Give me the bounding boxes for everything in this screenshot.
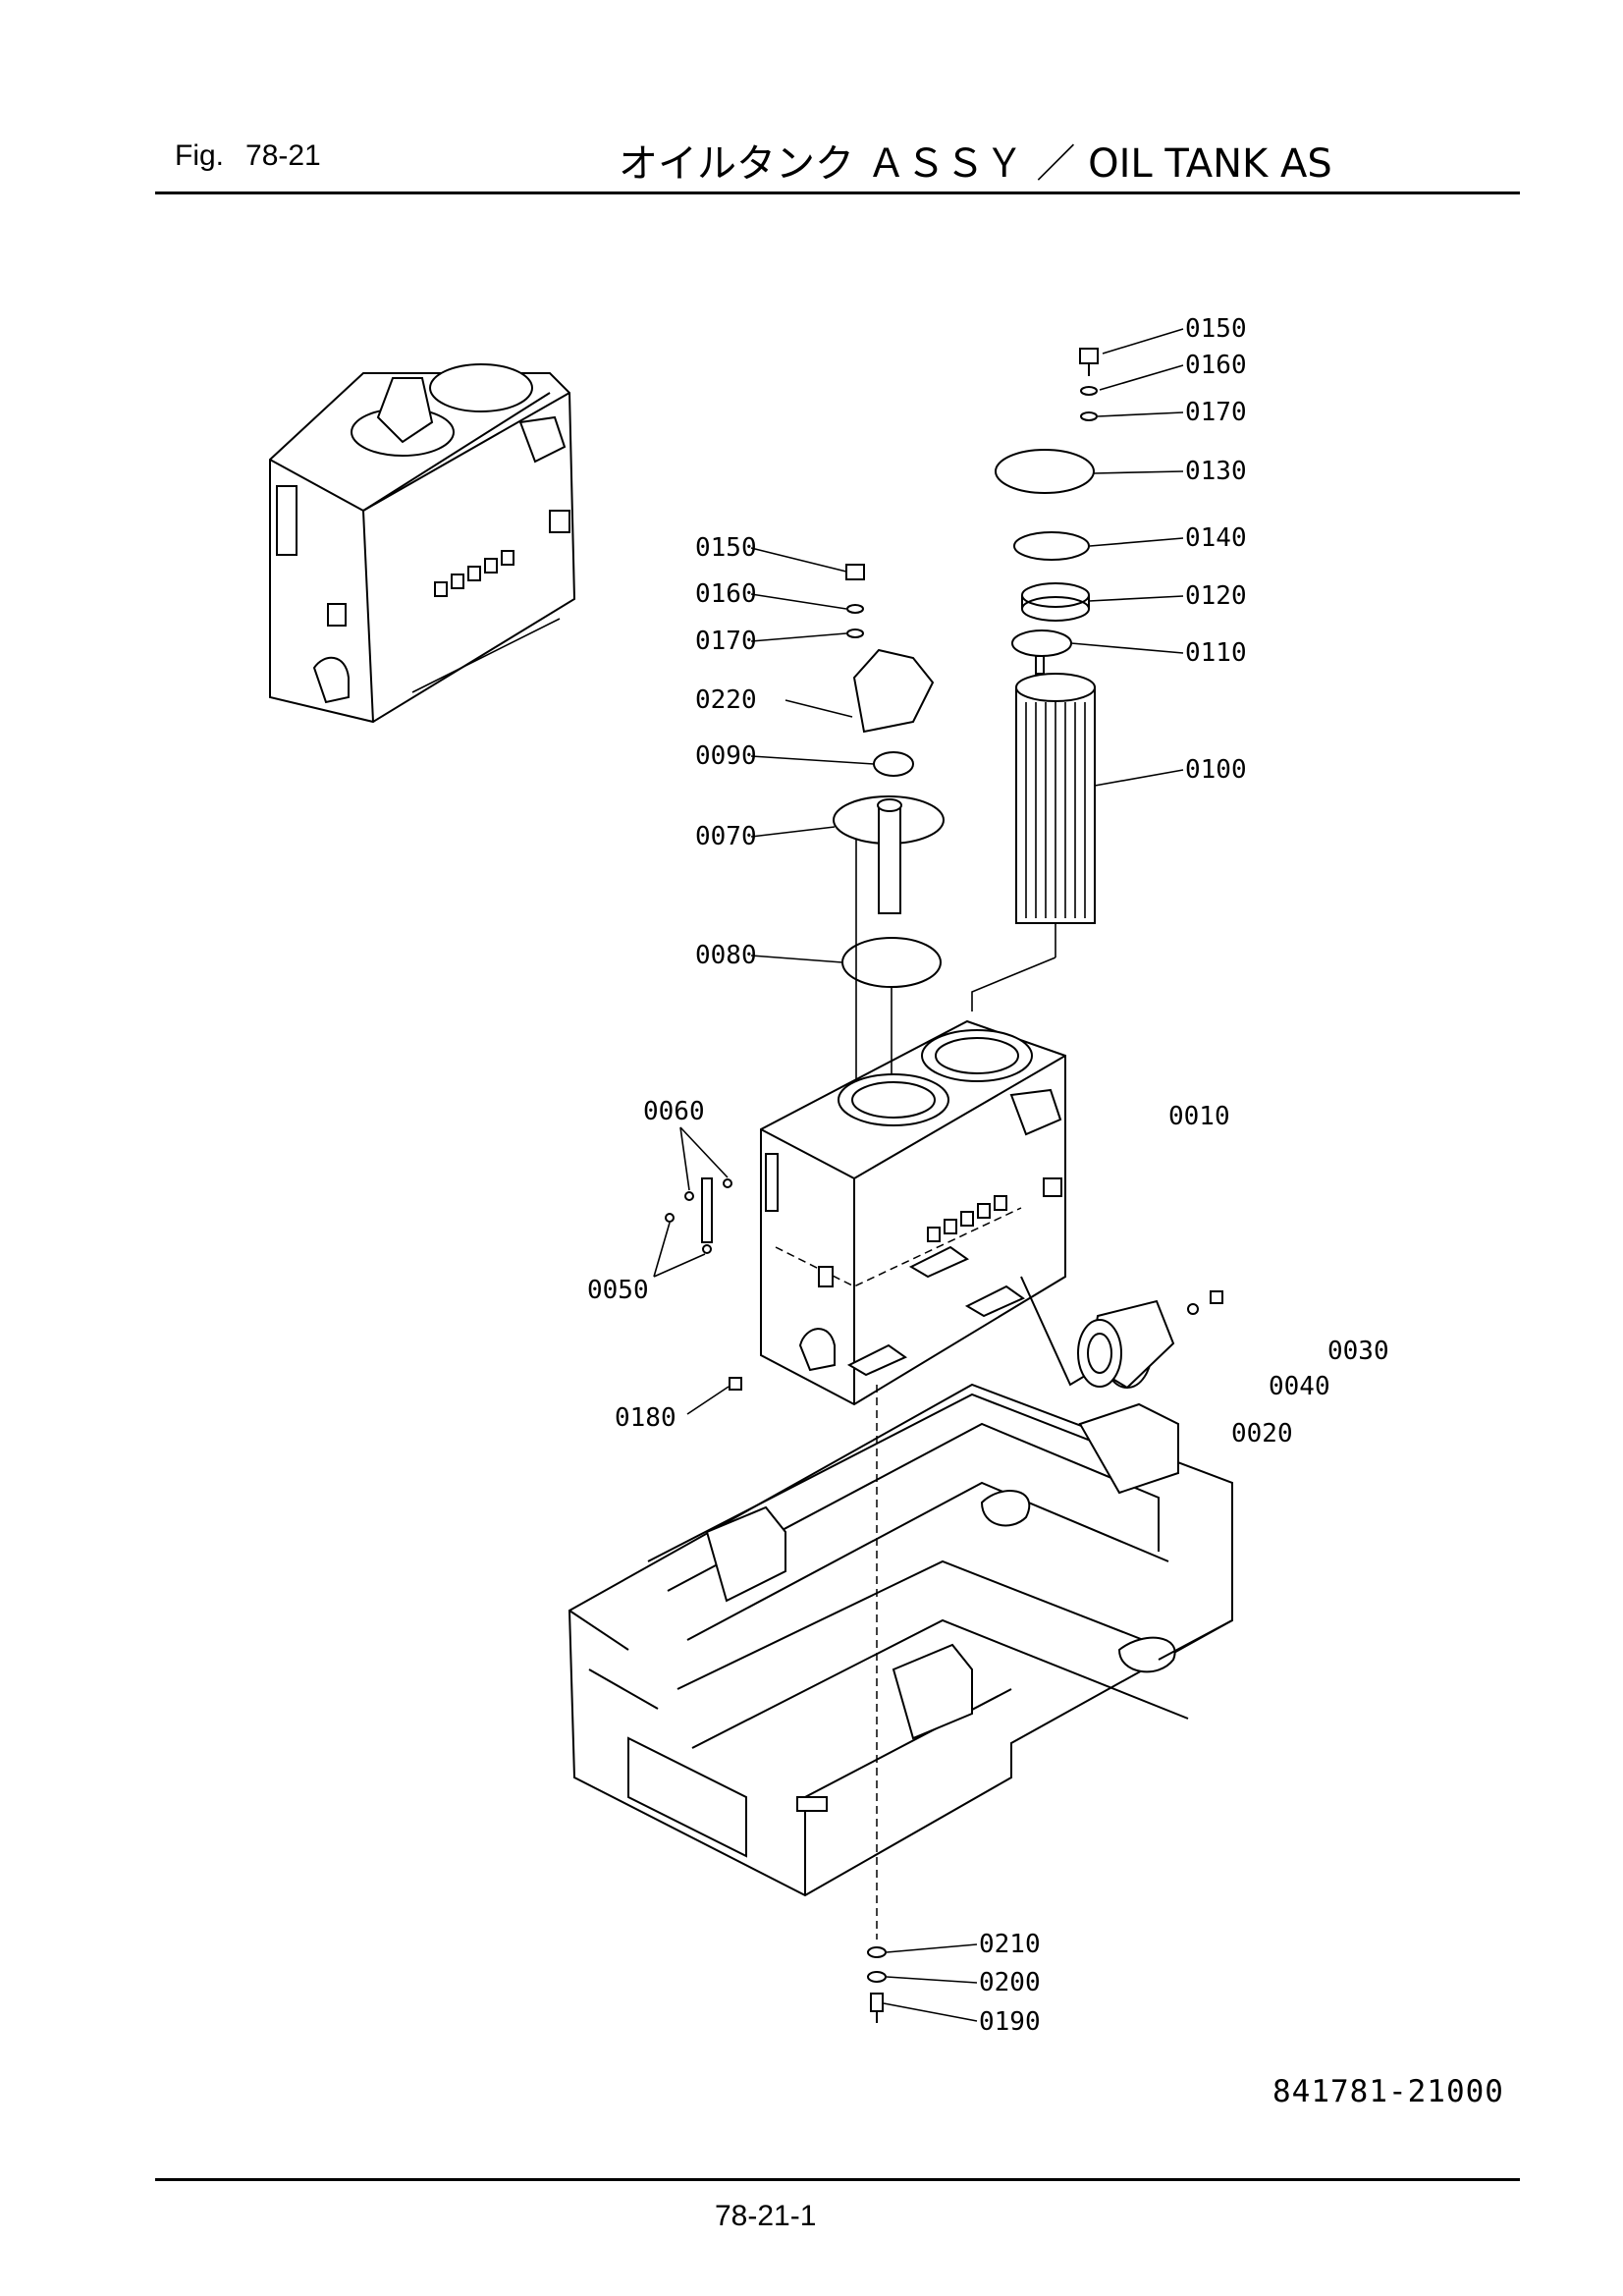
callout-0150-top: 0150 [1185, 314, 1247, 344]
callout-0100: 0100 [1185, 755, 1247, 785]
callout-0210: 0210 [979, 1930, 1041, 1959]
callout-0090: 0090 [695, 741, 757, 771]
callout-0020: 0020 [1231, 1419, 1293, 1449]
assembled-tank-illustration [269, 363, 576, 724]
frame-base [568, 1383, 1233, 1897]
suction-cover-stack [833, 564, 945, 1110]
callout-0040: 0040 [1269, 1372, 1330, 1401]
callout-0200: 0200 [979, 1968, 1041, 1997]
drawing-number: 841781-21000 [1272, 2074, 1504, 2109]
callout-0080: 0080 [695, 941, 757, 970]
callout-0140: 0140 [1185, 523, 1247, 553]
filter-cover-stack [971, 348, 1099, 1011]
figure-number: Fig. 78-21 [175, 139, 321, 173]
callout-0130: 0130 [1185, 457, 1247, 486]
page-title: オイルタンク ＡＳＳＹ ／ OIL TANK AS [619, 141, 1332, 187]
callout-0160-mid: 0160 [695, 579, 757, 609]
drain-plug [729, 1377, 742, 1391]
main-oil-tank [760, 1019, 1096, 1406]
sight-gauge-bracket [665, 1177, 732, 1254]
callout-0220: 0220 [695, 685, 757, 715]
callout-0030: 0030 [1327, 1337, 1389, 1366]
callout-0110: 0110 [1185, 638, 1247, 668]
callout-0160-top: 0160 [1185, 351, 1247, 380]
figure-label: Fig. [175, 139, 225, 172]
callout-0180: 0180 [615, 1403, 676, 1433]
leader-lines [653, 328, 1184, 2022]
callout-0060: 0060 [643, 1097, 705, 1126]
callout-0190: 0190 [979, 2007, 1041, 2037]
callout-0050: 0050 [587, 1276, 649, 1305]
footer-rule [155, 2178, 1520, 2181]
bottom-fastener-stack [867, 1385, 887, 2023]
callout-0150-mid: 0150 [695, 533, 757, 563]
callout-0120: 0120 [1185, 581, 1247, 611]
page-number: 78-21-1 [715, 2200, 817, 2232]
callout-0170-top: 0170 [1185, 398, 1247, 427]
header-rule [155, 191, 1520, 194]
callout-labels: 0150 0160 0170 0130 0140 0120 0110 0100 … [587, 314, 1389, 2037]
figure-number-value: 78-21 [245, 139, 321, 172]
callout-0010: 0010 [1168, 1102, 1230, 1131]
callout-0070: 0070 [695, 822, 757, 851]
callout-0170-mid: 0170 [695, 627, 757, 656]
bushing-assembly [1077, 1290, 1223, 1390]
